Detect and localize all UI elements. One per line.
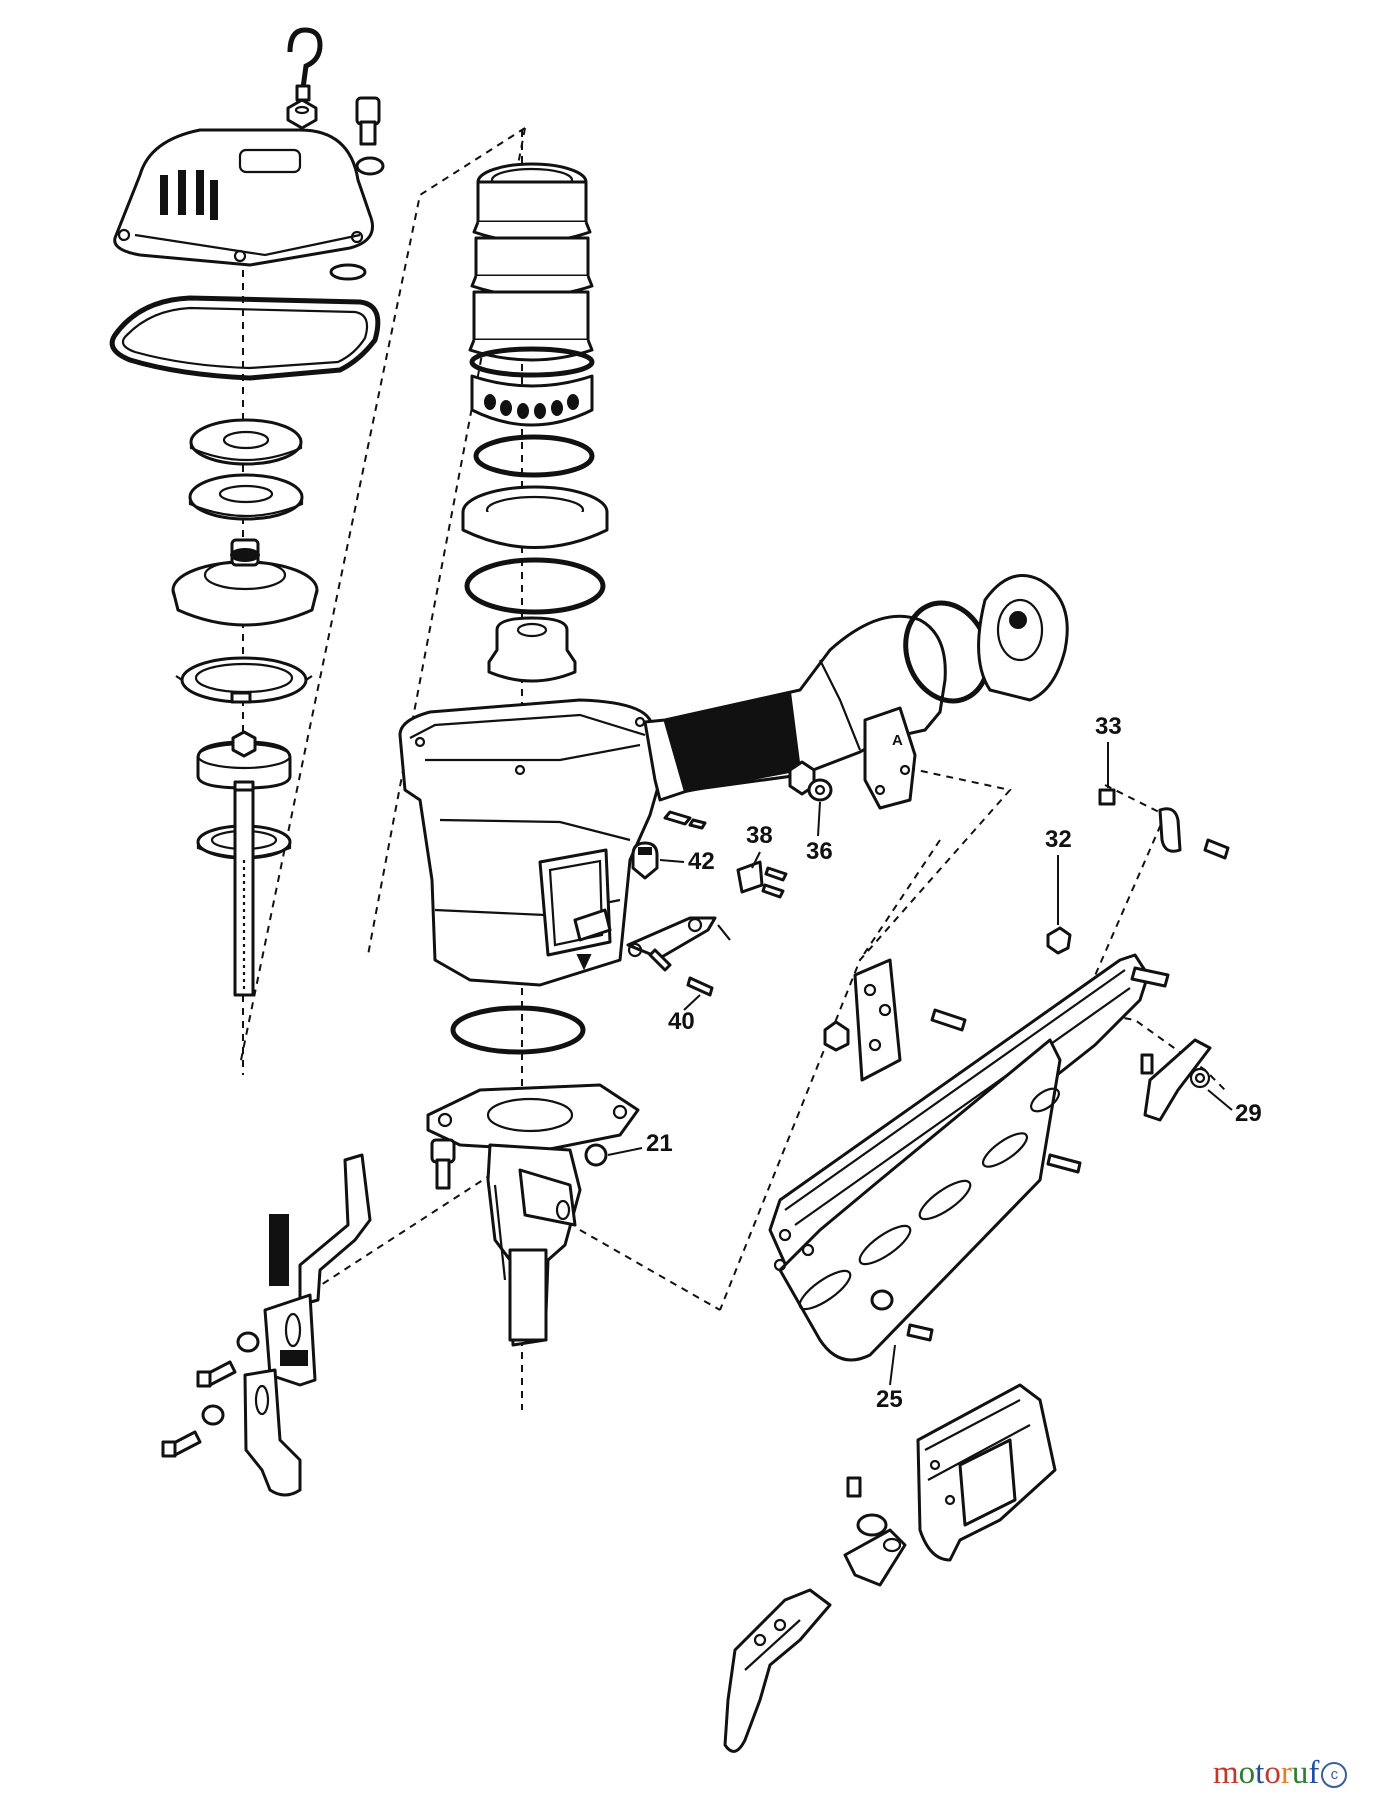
- watermark-badge: c: [1321, 1762, 1348, 1789]
- hex-nut-top: [286, 98, 318, 130]
- cap-gasket: [109, 295, 381, 381]
- magazine-fasteners: [1046, 788, 1230, 955]
- callout-42: 42: [688, 848, 715, 875]
- callout-21: 21: [646, 1130, 673, 1157]
- washer-top: [355, 156, 385, 176]
- contact-safety-linkage: [161, 1153, 372, 1497]
- watermark-letter: o: [1264, 1755, 1281, 1791]
- hanger-hook: [287, 27, 323, 102]
- handle-fasteners: [788, 760, 833, 802]
- watermark-letter: t: [1255, 1755, 1265, 1791]
- cap-screw-top: [355, 96, 381, 146]
- watermark-letter: u: [1291, 1755, 1309, 1791]
- retaining-ring: [175, 656, 313, 704]
- nut-21: [584, 1143, 608, 1167]
- cylinder-bumper: [487, 616, 577, 683]
- follower-arm: [843, 1476, 907, 1587]
- end-cap-assembly: [903, 574, 1069, 704]
- watermark-text: motoruf: [1213, 1755, 1319, 1791]
- watermark-letter: r: [1280, 1755, 1292, 1791]
- driver-blade: [233, 788, 255, 997]
- cap-vent-ribs: [160, 170, 218, 220]
- top-cap: [113, 128, 374, 267]
- callout-33: 33: [1095, 713, 1122, 740]
- nose-screw: [430, 1138, 456, 1190]
- latch-29: [1140, 1038, 1212, 1122]
- watermark-letter: f: [1308, 1755, 1320, 1791]
- follower-bracket: [723, 1588, 832, 1753]
- o-ring-cylinder-upper: [473, 434, 595, 478]
- piston-driver-assembly: [196, 730, 292, 997]
- callout-40: 40: [668, 1008, 695, 1035]
- magazine-rail: [768, 953, 1150, 1362]
- callout-25: 25: [876, 1386, 903, 1413]
- callout-32: 32: [1045, 826, 1072, 853]
- head-valve-piston: [171, 538, 319, 627]
- view-marker-a: A: [892, 732, 903, 749]
- callout-38: 38: [746, 822, 773, 849]
- cylinder-seal-ring: [461, 485, 609, 549]
- cylinder-ports: [484, 394, 579, 419]
- o-ring-cylinder-lower: [464, 557, 606, 615]
- magazine-screws: [870, 966, 1170, 1342]
- flat-washer-upper: [189, 418, 303, 466]
- callout-29: 29: [1235, 1100, 1262, 1127]
- cylinder-sleeve: [468, 162, 595, 427]
- trigger-valve-parts: [626, 810, 788, 997]
- magazine-follower: [916, 1383, 1057, 1562]
- o-ring-nose: [450, 1005, 586, 1055]
- flat-washer-lower: [188, 473, 304, 521]
- safety-spring: [269, 1214, 289, 1286]
- callout-36: 36: [806, 838, 833, 865]
- drive-guide: [486, 1143, 582, 1347]
- nose-plate: [426, 1083, 640, 1152]
- o-ring-small: [329, 263, 367, 281]
- handle-end-bracket: [863, 706, 917, 810]
- tool-body-housing: [398, 614, 947, 987]
- magazine-bracket: [823, 958, 967, 1082]
- body-side-window: [538, 848, 612, 957]
- magazine-slots: [798, 1087, 1060, 1311]
- watermark-letter: m: [1213, 1755, 1239, 1791]
- watermark-letter: o: [1238, 1755, 1256, 1791]
